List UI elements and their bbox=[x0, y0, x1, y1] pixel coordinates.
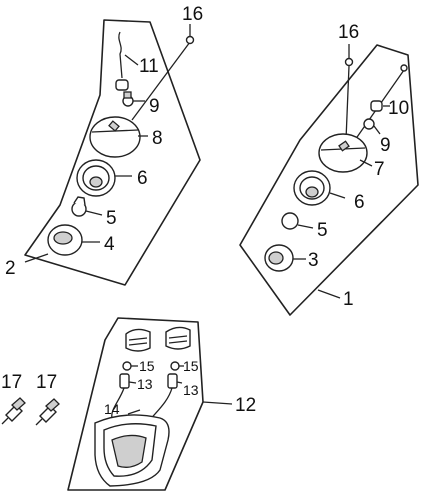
callout-2: 2 bbox=[5, 258, 16, 279]
callout-17-right: 17 bbox=[36, 372, 57, 393]
part-8-lens bbox=[89, 116, 148, 158]
part-4-reflector bbox=[47, 224, 100, 256]
part-5-bulb-left bbox=[71, 196, 103, 217]
assembly-2-outline bbox=[24, 19, 201, 286]
assembly-1-outline bbox=[239, 44, 419, 316]
callout-10: 10 bbox=[388, 98, 409, 119]
assembly-2 bbox=[24, 19, 201, 286]
part-15-lens-right bbox=[165, 326, 191, 350]
callout-1: 1 bbox=[343, 289, 354, 310]
part-17-screw-right bbox=[35, 398, 60, 426]
assembly-1 bbox=[239, 44, 419, 316]
part-12-housing bbox=[94, 414, 170, 487]
callout-13-right: 13 bbox=[183, 382, 199, 398]
callout-9-left: 9 bbox=[149, 96, 160, 117]
part-6-housing-right bbox=[293, 170, 346, 206]
part-17-screw-left bbox=[1, 397, 26, 425]
callout-8: 8 bbox=[152, 128, 163, 149]
part-7-lens bbox=[318, 133, 373, 173]
part-16-wire-right bbox=[344, 44, 408, 141]
callout-14: 14 bbox=[104, 401, 120, 417]
callout-16-right: 16 bbox=[338, 22, 359, 43]
part-15-lens-left bbox=[125, 328, 151, 352]
callout-5-right: 5 bbox=[317, 220, 328, 241]
assembly-12-outline bbox=[67, 317, 204, 491]
part-6-housing bbox=[76, 159, 132, 197]
part-5-bulb-right bbox=[281, 212, 314, 230]
part-9-bulb-right bbox=[363, 118, 381, 135]
part-16-wire-left bbox=[131, 24, 195, 121]
callout-6-right: 6 bbox=[354, 192, 365, 213]
callout-11: 11 bbox=[139, 56, 159, 77]
callout-17-left: 17 bbox=[1, 372, 22, 393]
part-3-reflector bbox=[264, 244, 306, 272]
part-13-socket-right bbox=[167, 373, 183, 389]
callout-13-left: 13 bbox=[137, 376, 153, 392]
part-15-bulb-left bbox=[122, 361, 138, 371]
part-9-bulb bbox=[122, 91, 145, 107]
callout-6-left: 6 bbox=[137, 168, 148, 189]
callout-3: 3 bbox=[308, 250, 319, 271]
callout-16-left: 16 bbox=[182, 4, 203, 25]
callout-7: 7 bbox=[374, 159, 385, 180]
part-15-bulb-right bbox=[170, 361, 184, 371]
assembly-12 bbox=[67, 317, 233, 491]
callout-15-right: 15 bbox=[183, 358, 199, 374]
callout-9-right: 9 bbox=[380, 135, 391, 156]
callout-5-left: 5 bbox=[106, 208, 117, 229]
part-10-socket bbox=[370, 100, 390, 112]
part-11-socket bbox=[115, 31, 139, 91]
callout-15-left: 15 bbox=[139, 358, 155, 374]
part-13-socket-left bbox=[119, 373, 137, 389]
callout-4: 4 bbox=[104, 234, 115, 255]
callout-12: 12 bbox=[235, 395, 256, 416]
